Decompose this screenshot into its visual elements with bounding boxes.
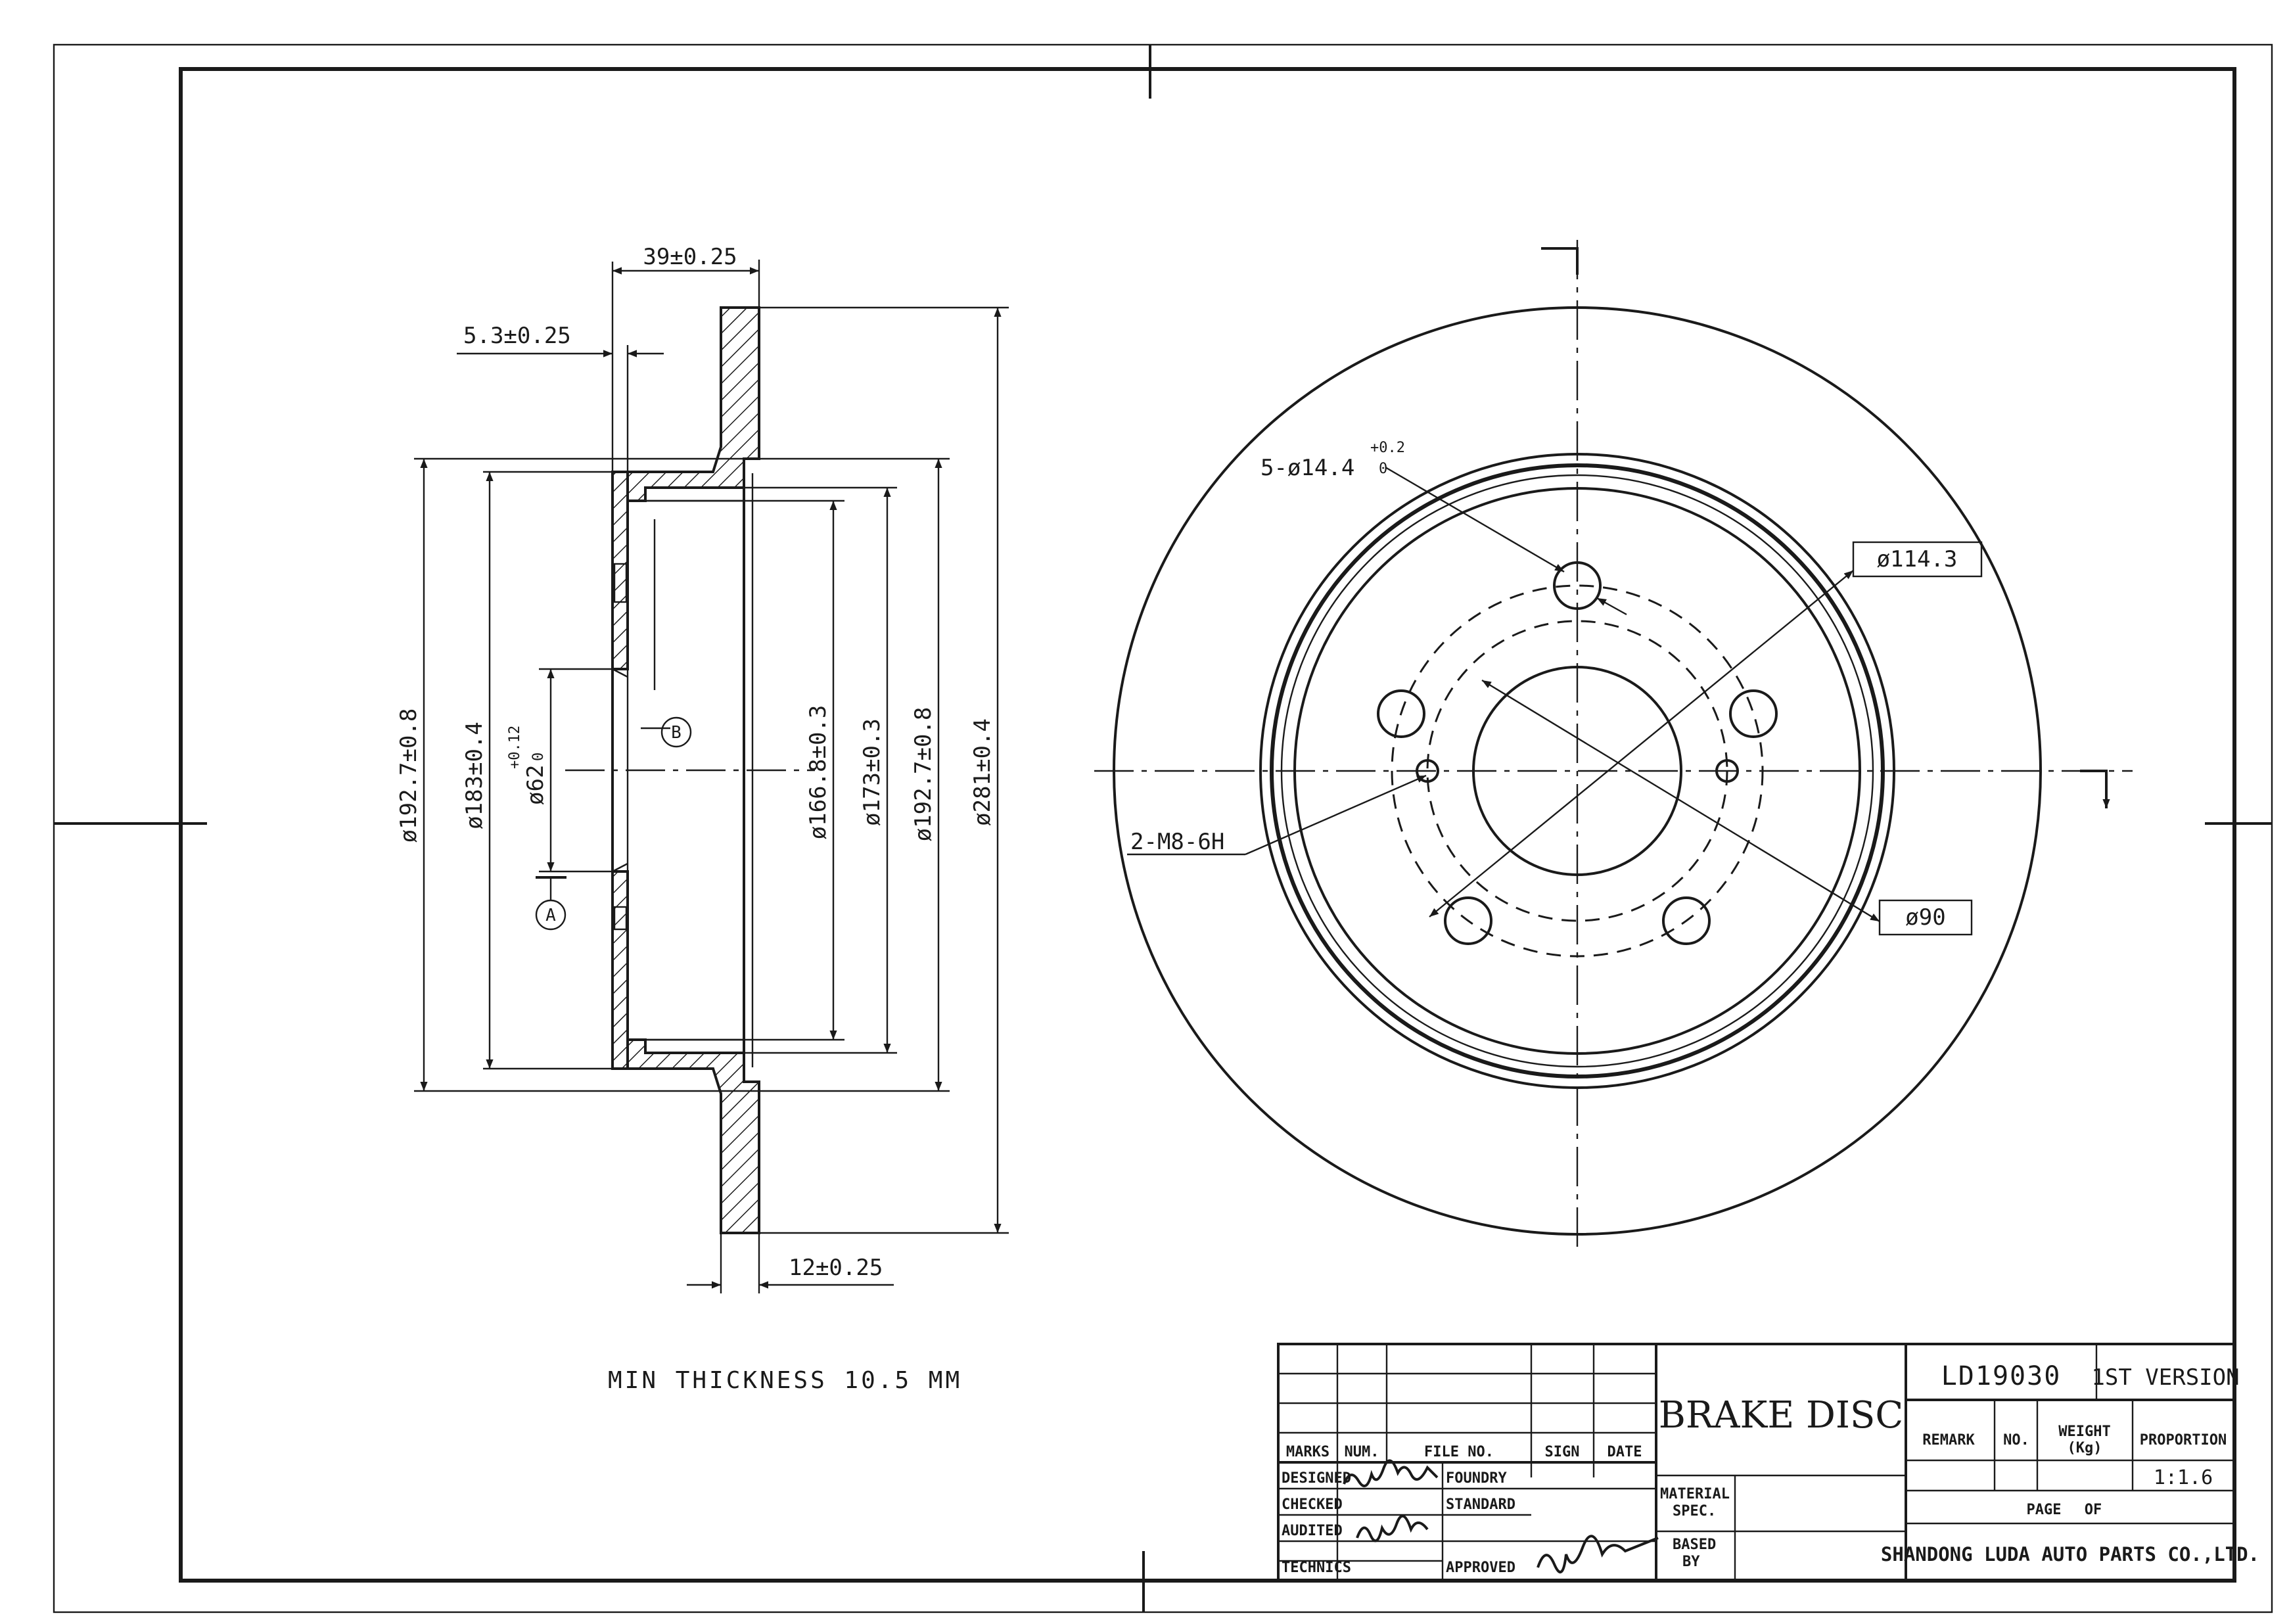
tb-based-2: BY — [1682, 1554, 1700, 1570]
section-lower-profile — [626, 1038, 760, 1234]
outer-border — [53, 43, 2273, 1613]
tb-marks: MARKS — [1286, 1444, 1329, 1460]
dim-rotor-thickness: 12±0.25 — [789, 1255, 883, 1281]
dim-d-183: ø183±0.4 — [461, 722, 488, 829]
tb-of: OF — [2085, 1502, 2102, 1518]
dim-overall-width: 39±0.25 — [643, 244, 737, 270]
tb-no: NO. — [2003, 1432, 2029, 1449]
dim-d-173: ø173±0.3 — [859, 718, 885, 826]
bore-edge-bottom — [612, 862, 628, 873]
dim-d-192-right: ø192.7±0.8 — [910, 707, 936, 842]
tb-proportion: PROPORTION — [2140, 1432, 2227, 1449]
disc-ring-2 — [1270, 463, 1885, 1079]
section-mark-top — [1541, 247, 1579, 275]
min-thickness-note: MIN THICKNESS 10.5 MM — [608, 1367, 962, 1394]
tb-sign: SIGN — [1545, 1444, 1580, 1460]
dim-d-62-tol-up: +0.12 — [507, 726, 523, 769]
tb-technics: TECHNICS — [1282, 1560, 1351, 1576]
tb-title: BRAKE DISC — [1659, 1394, 1904, 1437]
disc-ring-1 — [1259, 453, 1895, 1089]
datum-b: B — [660, 716, 692, 748]
tb-remark: REMARK — [1922, 1432, 1975, 1449]
section-upper-profile — [626, 306, 760, 502]
callout-pilot: ø90 — [1905, 904, 1945, 931]
tb-weight-2: (Kg) — [2068, 1440, 2102, 1456]
dim-d-62-tol-low: 0 — [530, 753, 547, 761]
section-view: B A 39±0.25 5.3±0.25 — [396, 244, 1009, 1293]
callout-bolt-holes-tol-up: +0.2 — [1370, 440, 1405, 456]
dim-d-192-left: ø192.7±0.8 — [396, 708, 422, 843]
bolt-hole — [1729, 689, 1778, 738]
callout-pcd: ø114.3 — [1877, 546, 1958, 572]
tb-version: 1ST VERSION — [2091, 1364, 2239, 1391]
tb-material-1: MATERIAL — [1660, 1486, 1730, 1502]
dim-d-166: ø166.8±0.3 — [805, 705, 831, 840]
tb-num: NUM. — [1345, 1444, 1379, 1460]
leader-bolt-holes-2 — [1596, 597, 1627, 616]
datum-a-label: A — [545, 906, 556, 925]
section-lower-hub — [611, 870, 629, 1070]
title-block: MARKS NUM. FILE NO. SIGN DATE DESIGNED C… — [1277, 1343, 2259, 1582]
tb-file-no: FILE NO. — [1424, 1444, 1494, 1460]
tb-page: PAGE — [2027, 1502, 2062, 1518]
signature-approved — [1537, 1535, 1659, 1573]
bolt-hole — [1377, 689, 1425, 738]
leader-threads — [1245, 774, 1427, 856]
tb-standard: STANDARD — [1446, 1496, 1515, 1513]
inner-border — [179, 67, 2236, 1583]
leader-pcd — [1429, 570, 1854, 917]
callout-threads: 2-M8-6H — [1130, 829, 1224, 855]
dim-d-62: ø62 — [522, 765, 549, 805]
callout-bolt-holes: 5-ø14.4 — [1260, 455, 1354, 481]
front-view: 5-ø14.4 +0.2 0 ø114.3 ø90 2-M8-6H — [1094, 240, 2133, 1249]
dim-d-281: ø281±0.4 — [969, 718, 996, 826]
tb-material-2: SPEC. — [1673, 1503, 1716, 1520]
upper-stud-hole — [613, 563, 628, 603]
tb-date: DATE — [1607, 1444, 1642, 1460]
datum-b-label: B — [671, 723, 682, 743]
dim-hat-thickness: 5.3±0.25 — [463, 323, 571, 349]
tb-scale: 1:1.6 — [2154, 1466, 2213, 1489]
pcd-box — [1852, 541, 1983, 578]
leader-bolt-holes — [1385, 466, 1565, 573]
signature-designed — [1343, 1459, 1439, 1487]
disc-outer-edge — [1113, 306, 2042, 1236]
tb-checked: CHECKED — [1282, 1496, 1343, 1513]
leader-pilot — [1481, 679, 1880, 923]
tb-audited: AUDITED — [1282, 1523, 1343, 1539]
signature-audited — [1356, 1515, 1429, 1543]
pilot-box — [1878, 899, 1973, 936]
bore-edge-top — [612, 668, 628, 678]
datum-a: A — [535, 876, 566, 931]
section-mark-right — [2080, 770, 2110, 808]
tb-foundry: FOUNDRY — [1446, 1470, 1507, 1487]
tb-designed: DESIGNED — [1282, 1470, 1351, 1487]
tb-weight-1: WEIGHT — [2058, 1424, 2110, 1440]
tb-approved: APPROVED — [1446, 1560, 1515, 1576]
callout-bolt-holes-tol-low: 0 — [1379, 461, 1387, 477]
tb-based-1: BASED — [1673, 1537, 1716, 1553]
tb-company: SHANDONG LUDA AUTO PARTS CO.,LTD. — [1881, 1543, 2259, 1566]
lower-stud-hole — [613, 906, 628, 931]
tb-part-no: LD19030 — [1941, 1361, 2062, 1391]
